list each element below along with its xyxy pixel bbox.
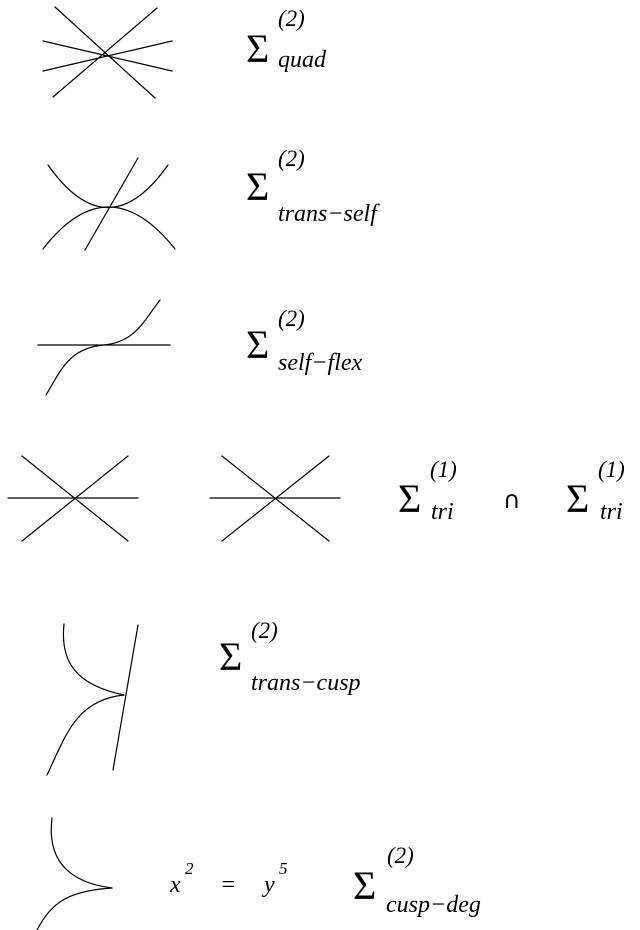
superscript: (2) xyxy=(278,306,305,331)
equation-y: y xyxy=(262,872,275,898)
self-flex-sketch xyxy=(37,299,171,396)
sigma-symbol: Σ xyxy=(246,26,269,71)
cusp-deg-equation: x 2 = y 5 xyxy=(169,859,288,898)
sigma-symbol: Σ xyxy=(353,863,376,908)
intersection-operator: ∩ xyxy=(503,486,521,514)
superscript: (2) xyxy=(278,6,305,31)
equation-x: x xyxy=(169,872,181,898)
upper-parabola xyxy=(47,164,169,209)
label-trans-self: Σ (2) trans−self xyxy=(246,146,380,227)
subscript: trans−self xyxy=(278,201,380,227)
cusp-lower-branch xyxy=(36,887,113,930)
sigma-symbol: Σ xyxy=(398,476,421,521)
subscript: self−flex xyxy=(278,350,363,376)
flex-curve xyxy=(45,299,161,396)
trans-cusp-sketch xyxy=(46,623,139,776)
sigma-symbol: Σ xyxy=(246,322,269,367)
quad-line-4 xyxy=(42,40,173,72)
superscript: (1) xyxy=(598,457,625,482)
label-quad: Σ (2) quad xyxy=(246,6,327,73)
subscript: tri xyxy=(431,499,454,525)
label-trans-cusp: Σ (2) trans−cusp xyxy=(219,618,361,696)
superscript: (1) xyxy=(430,457,457,482)
label-self-flex: Σ (2) self−flex xyxy=(246,306,363,376)
superscript: (2) xyxy=(278,146,305,171)
cusp-upper-branch xyxy=(50,817,113,889)
quad-line-2 xyxy=(52,7,158,98)
transversal-line xyxy=(84,157,139,251)
equation-y-exponent: 5 xyxy=(279,859,288,878)
subscript: cusp−deg xyxy=(386,892,481,918)
cusp-lower-branch xyxy=(46,694,125,776)
lower-parabola xyxy=(42,206,176,250)
cusp-deg-sketch xyxy=(36,817,113,930)
sigma-symbol: Σ xyxy=(246,164,269,209)
subscript: tri xyxy=(600,499,623,525)
triple-point-sketch-left xyxy=(7,455,139,542)
tri-line-falling xyxy=(221,455,330,542)
equation-x-exponent: 2 xyxy=(185,859,194,878)
superscript: (2) xyxy=(251,618,278,643)
subscript: quad xyxy=(278,47,327,73)
sigma-symbol: Σ xyxy=(219,634,242,679)
triple-point-sketch-right xyxy=(209,455,341,542)
sigma-symbol: Σ xyxy=(566,476,589,521)
transversal-line xyxy=(112,624,139,771)
quad-point-sketch xyxy=(42,6,173,99)
label-tri-right: Σ (1) tri xyxy=(566,457,625,525)
cusp-upper-branch xyxy=(62,623,125,696)
equation-equals: = xyxy=(220,872,236,898)
superscript: (2) xyxy=(387,843,414,868)
trans-self-sketch xyxy=(42,157,176,251)
tri-line-falling xyxy=(21,455,129,542)
subscript: trans−cusp xyxy=(251,670,361,696)
label-cusp-deg: Σ (2) cusp−deg xyxy=(353,843,481,918)
label-tri-left: Σ (1) tri xyxy=(398,457,457,525)
